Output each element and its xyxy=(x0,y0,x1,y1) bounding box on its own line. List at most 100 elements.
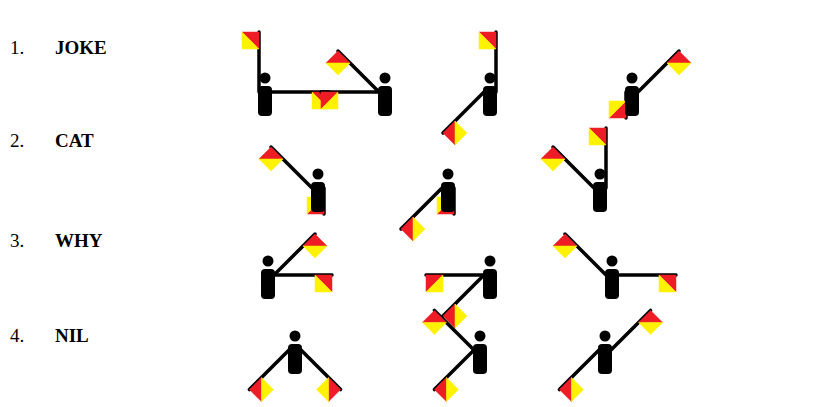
flag-arm xyxy=(609,92,626,118)
figure-head xyxy=(627,73,638,84)
flag-arm xyxy=(422,310,474,362)
figure-head xyxy=(607,256,618,267)
figure-body xyxy=(483,86,497,116)
flag-red xyxy=(659,275,676,292)
flag-arm xyxy=(589,128,606,188)
figure-body xyxy=(378,86,392,116)
semaphore-figure xyxy=(321,51,392,116)
flag-red xyxy=(434,378,458,402)
figure-body xyxy=(605,269,619,299)
figure-body xyxy=(483,269,497,299)
semaphore-figure xyxy=(242,32,329,116)
flag-yellow xyxy=(242,32,259,49)
flag-yellow xyxy=(559,378,583,402)
figure-body xyxy=(593,182,607,212)
flag-yellow xyxy=(321,92,338,109)
figure-body xyxy=(261,269,275,299)
figure-head xyxy=(595,169,606,180)
figure-body xyxy=(311,182,325,212)
flag-red xyxy=(639,310,663,334)
flag-yellow xyxy=(326,51,350,75)
flag-yellow xyxy=(541,147,565,171)
flag-red xyxy=(249,378,273,402)
word-label: JOKE xyxy=(55,38,107,57)
flag-yellow xyxy=(667,51,691,75)
flag-arm xyxy=(321,92,379,109)
flag-yellow xyxy=(434,378,458,402)
flag-red xyxy=(303,234,327,258)
semaphore-figure xyxy=(422,310,487,401)
flag-arm xyxy=(259,147,312,200)
flag-red xyxy=(326,51,350,75)
item-number: 4. xyxy=(10,326,24,345)
flag-yellow xyxy=(589,128,606,145)
flag-red xyxy=(422,310,446,334)
item-number: 3. xyxy=(10,231,24,250)
flag-yellow xyxy=(426,275,443,292)
semaphore-figure xyxy=(249,331,340,402)
flag-arm xyxy=(242,32,259,92)
flag-yellow xyxy=(479,32,496,49)
flag-red xyxy=(443,121,467,145)
flag-red xyxy=(426,275,443,292)
figure-body xyxy=(441,182,455,212)
figure-body xyxy=(473,344,487,374)
flag-arm xyxy=(553,234,606,287)
figure-head xyxy=(313,169,324,180)
flag-red xyxy=(553,234,577,258)
semaphore-figure xyxy=(541,128,607,212)
figure-body xyxy=(288,344,302,374)
flag-yellow xyxy=(303,234,327,258)
flag-yellow xyxy=(443,121,467,145)
flag-arm xyxy=(274,275,332,292)
flag-red xyxy=(667,51,691,75)
flag-yellow xyxy=(639,310,663,334)
flag-yellow xyxy=(422,310,446,334)
figure-head xyxy=(380,73,391,84)
item-number: 1. xyxy=(10,38,24,57)
semaphore-figure xyxy=(261,234,332,299)
flag-yellow xyxy=(659,275,676,292)
flag-red xyxy=(259,147,283,171)
flag-yellow xyxy=(401,217,425,241)
flag-arm xyxy=(638,51,691,104)
flag-red xyxy=(321,92,338,109)
flag-arm xyxy=(618,275,676,292)
flag-arm xyxy=(479,32,496,92)
item-number: 2. xyxy=(10,131,24,150)
word-label: CAT xyxy=(55,131,94,150)
figure-head xyxy=(475,331,486,342)
flag-red xyxy=(541,147,565,171)
figure-body xyxy=(258,86,272,116)
flag-red xyxy=(401,217,425,241)
figure-head xyxy=(443,169,454,180)
flag-yellow xyxy=(553,234,577,258)
flag-yellow xyxy=(609,101,626,118)
semaphore-figure xyxy=(259,147,325,214)
word-label: WHY xyxy=(55,231,103,250)
figure-head xyxy=(260,73,271,84)
flag-red xyxy=(315,275,332,292)
figure-head xyxy=(600,331,611,342)
flag-arm xyxy=(271,92,329,109)
flag-arm xyxy=(611,310,663,362)
word-label: NIL xyxy=(55,326,89,345)
flag-yellow xyxy=(317,378,341,402)
semaphore-figure xyxy=(553,234,676,299)
flag-red xyxy=(317,378,341,402)
semaphore-figure xyxy=(401,169,455,242)
flag-yellow xyxy=(249,378,273,402)
figure-head xyxy=(485,73,496,84)
semaphore-figure xyxy=(609,51,691,118)
figure-head xyxy=(290,331,301,342)
figure-body xyxy=(625,86,639,116)
semaphore-figure xyxy=(559,310,662,401)
flag-yellow xyxy=(259,147,283,171)
flag-yellow xyxy=(315,275,332,292)
flag-red xyxy=(589,128,606,145)
flag-red xyxy=(559,378,583,402)
flag-red xyxy=(609,101,626,118)
flag-red xyxy=(479,32,496,49)
